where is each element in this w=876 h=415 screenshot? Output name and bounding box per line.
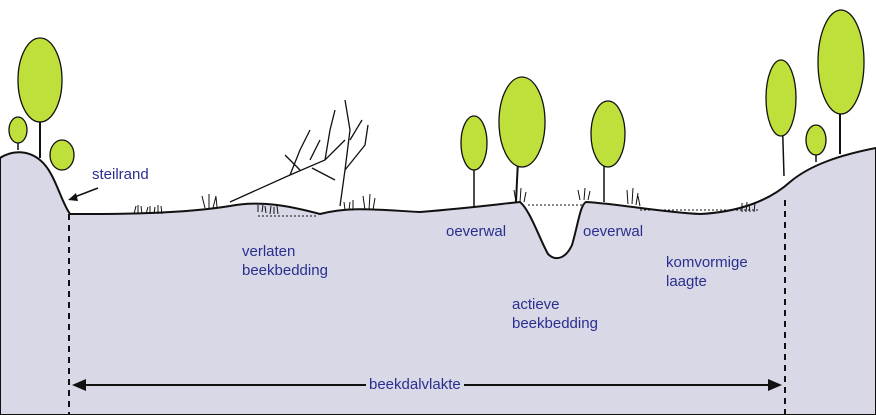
dead-tree — [230, 100, 368, 206]
label-beekdalvlakte: beekdalvlakte — [366, 375, 464, 394]
tree-center-2 — [499, 77, 545, 202]
tree-left-small — [9, 117, 27, 150]
tree-center-1 — [461, 116, 487, 208]
label-steilrand: steilrand — [92, 165, 149, 184]
label-komvormige-laagte: komvormige laagte — [666, 253, 748, 291]
tree-right-1 — [766, 60, 796, 176]
label-oeverwal-left: oeverwal — [446, 222, 506, 241]
label-actieve-beekbedding: actieve beekbedding — [512, 295, 598, 333]
label-verlaten-beekbedding: verlaten beekbedding — [242, 242, 328, 280]
steilrand-arrow — [68, 188, 98, 201]
tree-left-mid — [50, 140, 74, 170]
tree-center-3 — [591, 101, 625, 202]
tree-right-small — [806, 125, 826, 162]
label-oeverwal-right: oeverwal — [583, 222, 643, 241]
tree-left-large — [18, 38, 62, 158]
